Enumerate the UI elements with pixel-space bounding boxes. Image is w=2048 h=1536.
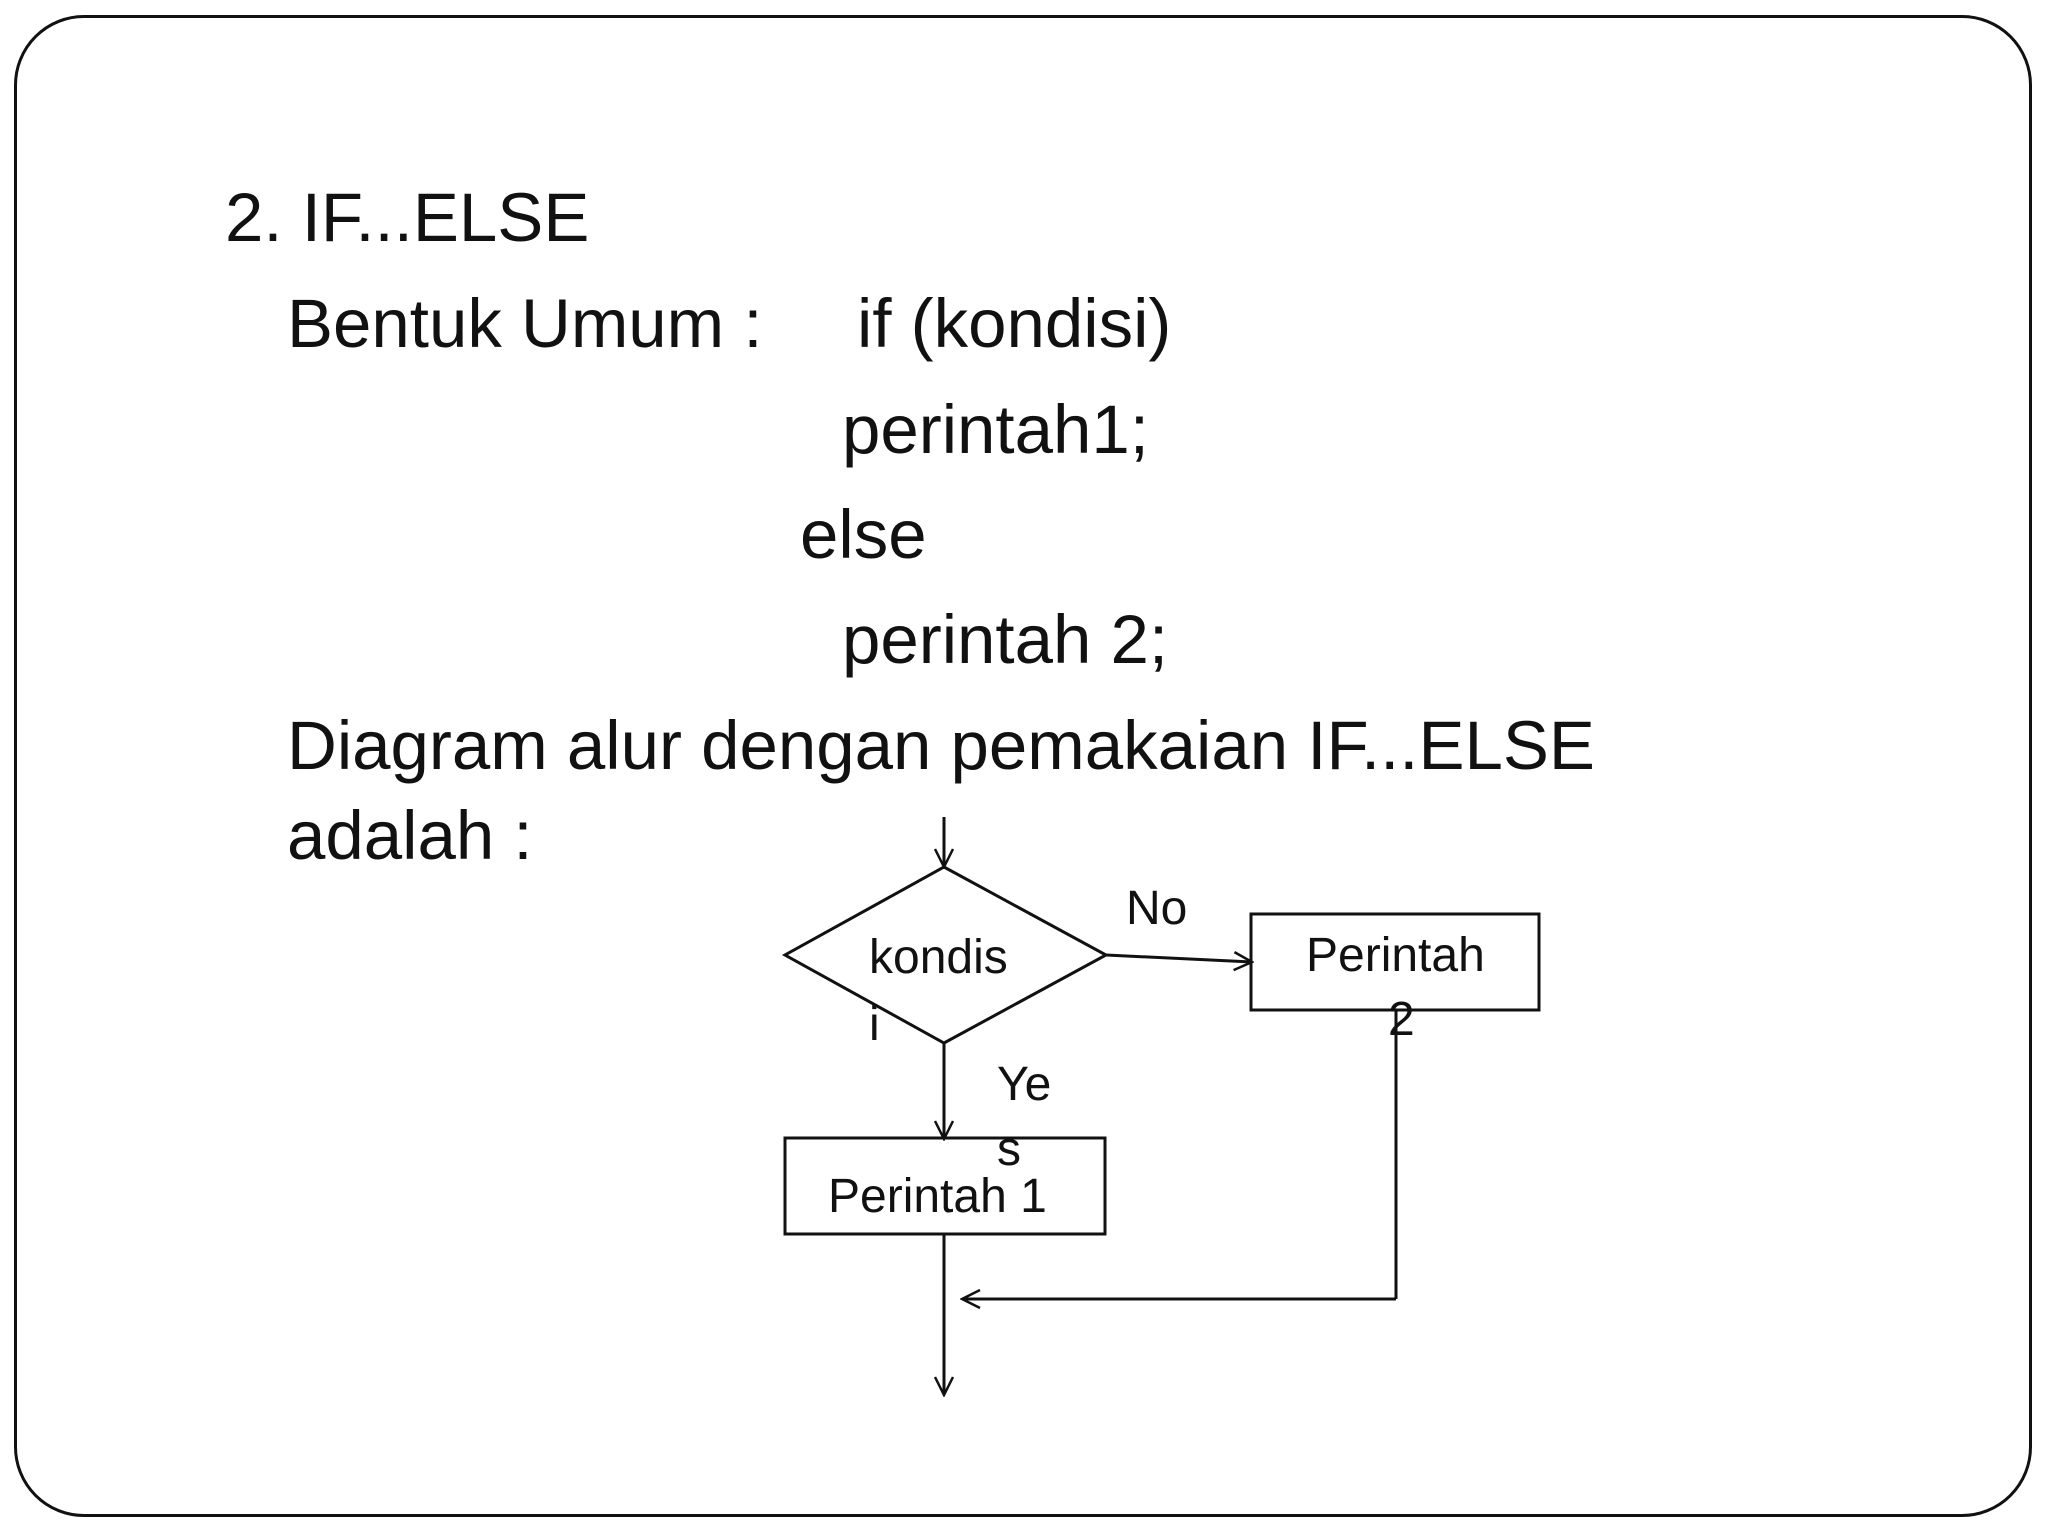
yes-branch-label-line-2: s: [997, 1123, 1021, 1176]
code-if-line: if (kondisi): [857, 285, 1172, 362]
decision-label-line-1: kondis: [869, 931, 1008, 984]
diagram-caption-line-2: adalah :: [287, 797, 533, 874]
code-perintah2-line: perintah 2;: [842, 601, 1169, 678]
code-perintah1-line: perintah1;: [842, 391, 1149, 468]
code-else-line: else: [800, 496, 927, 573]
slide-heading: 2. IF...ELSE: [225, 179, 590, 256]
no-branch-label: No: [1126, 882, 1188, 935]
process-1-label: Perintah 1: [828, 1170, 1047, 1223]
general-form-label: Bentuk Umum :: [287, 285, 763, 362]
process-2-label-line-2: 2: [1388, 993, 1415, 1046]
diagram-caption-line-1: Diagram alur dengan pemakaian IF...ELSE: [287, 707, 1595, 784]
process-2-label-line-1: Perintah: [1306, 929, 1485, 982]
slide-frame: [14, 15, 2032, 1517]
yes-branch-label-line-1: Ye: [997, 1058, 1052, 1111]
decision-label-line-2: i: [869, 998, 880, 1051]
